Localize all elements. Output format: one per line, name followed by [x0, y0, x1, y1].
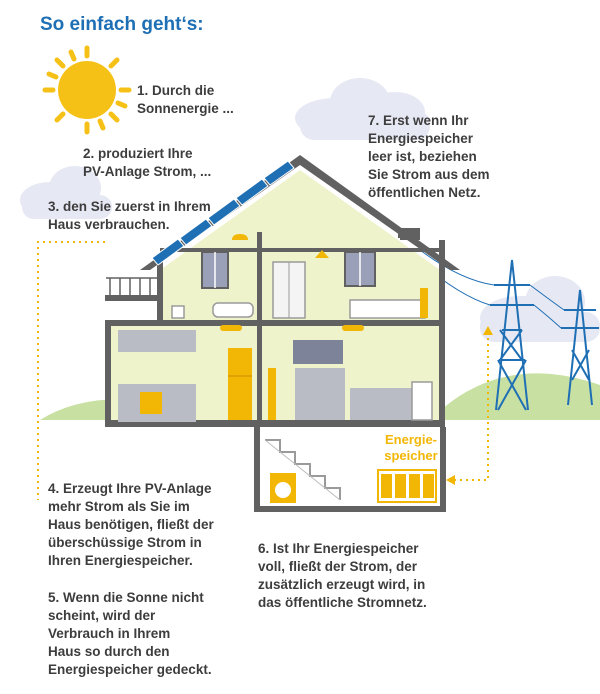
window	[201, 251, 376, 364]
solar-panel-icon	[151, 160, 295, 266]
sun-icon	[42, 45, 132, 135]
step-2-text: 2. produziert Ihre PV-Anlage Strom, ...	[83, 146, 212, 179]
energy-storage-icon	[377, 469, 437, 503]
cloud-icon	[480, 276, 600, 342]
wardrobe	[272, 261, 306, 319]
desk	[350, 381, 433, 421]
tv-icon	[268, 368, 345, 420]
hill	[430, 373, 600, 420]
power-pylon-icon	[561, 289, 599, 406]
flow-arrow-icon	[446, 475, 455, 485]
storage-label: Energie- speicher	[384, 432, 438, 463]
step-1-text: 1. Durch die Sonnenergie ...	[137, 83, 234, 116]
page-title: So einfach geht‘s:	[40, 14, 204, 35]
lamp-icon	[220, 234, 364, 331]
flow-arrow-icon	[483, 326, 493, 335]
fridge-icon	[228, 348, 252, 420]
bathtub	[171, 302, 254, 319]
step-3-text: 3. den Sie zuerst in Ihrem Haus verbrauc…	[48, 199, 211, 232]
cloud-icon	[295, 78, 430, 140]
step-5-text: 5. Wenn die Sonne nicht scheint, wird de…	[48, 590, 212, 677]
step-7-text: 7. Erst wenn Ihr Energiespeicher leer is…	[368, 113, 490, 200]
solar-panel-icon	[400, 232, 420, 240]
cloud-icon	[20, 166, 112, 219]
energy-flow-line	[37, 241, 489, 500]
bed-icon	[349, 288, 428, 319]
kitchen	[118, 330, 196, 422]
step-4-text: 4. Erzeugt Ihre PV-Anlage mehr Strom als…	[48, 481, 214, 568]
step-6-text: 6. Ist Ihr Energiespeicher voll, fließt …	[258, 541, 427, 610]
power-pylon-icon	[490, 259, 534, 411]
washing-machine-icon	[270, 473, 296, 503]
